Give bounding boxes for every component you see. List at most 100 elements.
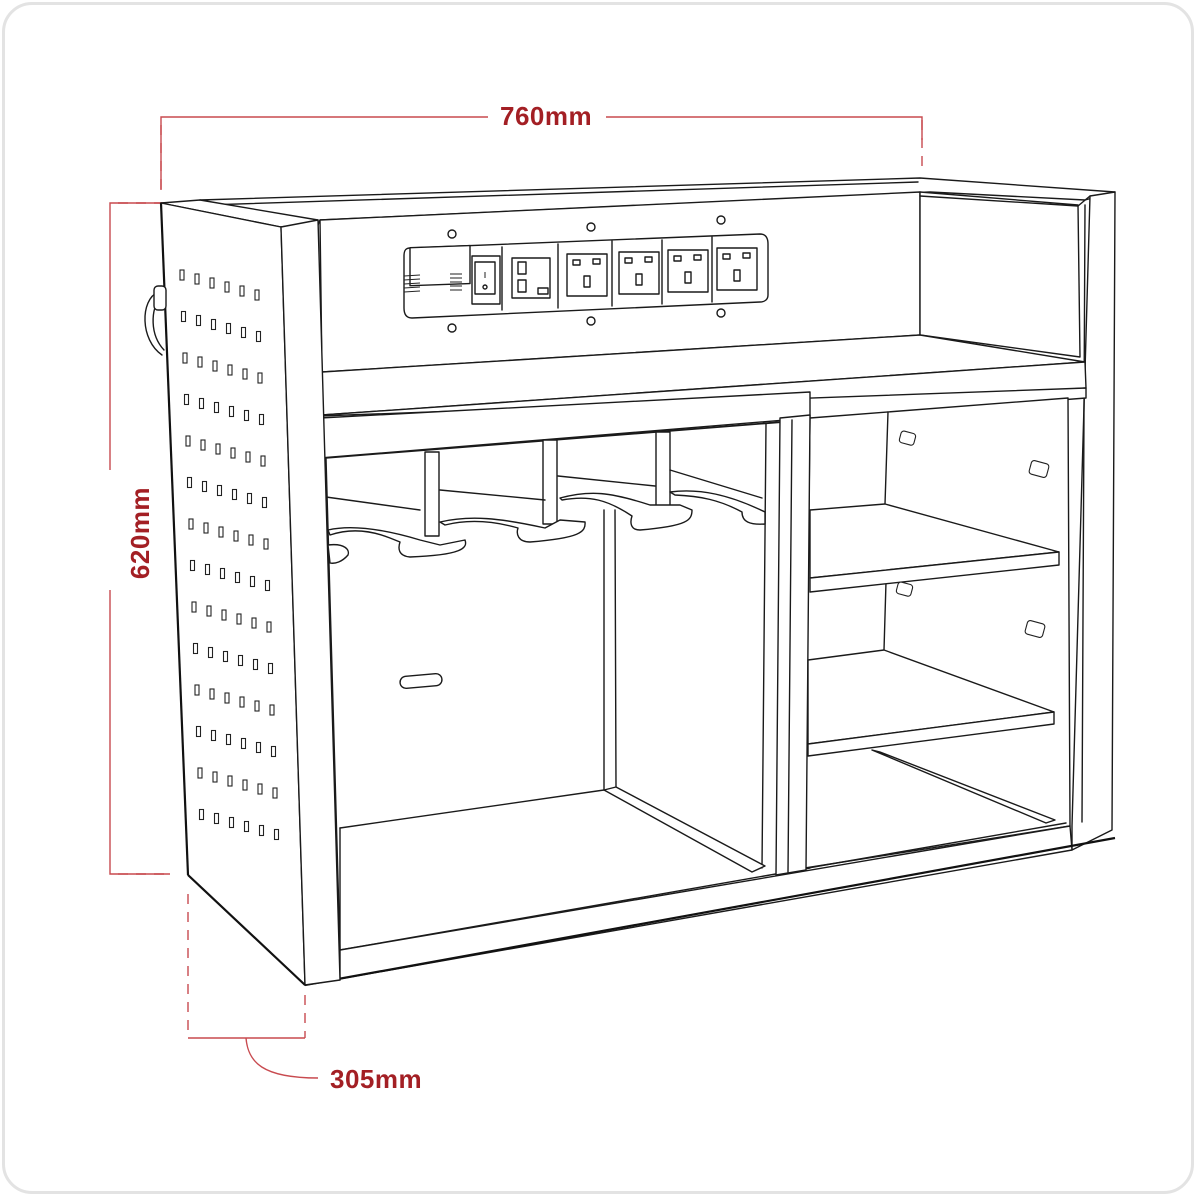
height-dimension-line-bottom (109, 590, 170, 875)
depth-dimension-label: 305mm (330, 1064, 423, 1094)
width-dimension-line-right (606, 116, 923, 140)
pegboard-hole (209, 277, 215, 289)
depth-leader-line (245, 1037, 319, 1079)
pegboard-hole (252, 658, 259, 671)
pegboard-side-panel (144, 199, 341, 986)
width-dimension-line-left (160, 116, 488, 190)
pegboard-hole (230, 447, 236, 459)
pegboard-hole (237, 654, 244, 667)
pegboard-hole (257, 372, 263, 384)
side-handle (144, 291, 163, 356)
pegboard-hole (179, 269, 185, 281)
pegboard-hole (213, 812, 220, 825)
pegboard-hole (206, 605, 212, 617)
pegboard-hole (224, 281, 230, 293)
pegboard-hole (236, 613, 242, 625)
pegboard-hole (213, 401, 220, 414)
pegboard-hole (227, 775, 233, 787)
pegboard-hole (242, 779, 248, 791)
pegboard-hole (255, 330, 262, 343)
uk-socket-icons (566, 247, 758, 297)
pegboard-hole (269, 704, 275, 716)
pegboard-hole (258, 824, 265, 837)
cable-slot (399, 672, 443, 690)
pegboard-hole (273, 828, 280, 841)
pegboard-hole (215, 443, 221, 455)
pegboard-hole (194, 684, 200, 696)
mounting-screws (447, 215, 726, 333)
pegboard-hole (228, 816, 235, 829)
pegboard-hole (210, 318, 217, 331)
pegboard-hole (182, 352, 188, 364)
pegboard-hole (183, 393, 190, 406)
cable-hooks (325, 431, 766, 564)
pegboard-hole (180, 310, 187, 323)
pegboard-hole (233, 530, 239, 542)
dimension-lines (109, 116, 923, 1079)
pegboard-hole (186, 476, 193, 489)
pegboard-hole (218, 526, 224, 538)
pegboard-hole (239, 696, 245, 708)
power-strip (403, 215, 769, 333)
pegboard-hole (255, 741, 262, 754)
pegboard-hole (243, 820, 250, 833)
pegboard-hole (266, 621, 272, 633)
pegboard-hole (185, 435, 191, 447)
pegboard-hole (243, 409, 250, 422)
pegboard-hole (224, 692, 230, 704)
pegboard-hole (270, 745, 277, 758)
pegboard-hole (209, 688, 215, 700)
pegboard-hole (264, 579, 271, 592)
pegboard-hole (204, 563, 211, 576)
pegboard-hole (234, 571, 241, 584)
pegboard-hole (231, 488, 238, 501)
pegboard-hole (258, 413, 265, 426)
width-dimension-label: 760mm (494, 103, 599, 129)
pegboard-hole (246, 492, 253, 505)
pegboard-hole (207, 646, 214, 659)
pegboard-hole (192, 642, 199, 655)
pegboard-hole (197, 767, 203, 779)
pegboard-hole (248, 534, 254, 546)
pegboard-hole (225, 322, 232, 335)
pegboard-hole (201, 480, 208, 493)
pegboard-hole (240, 326, 247, 339)
height-dimension-label: 620mm (125, 480, 155, 586)
pegboard-hole (216, 484, 223, 497)
pegboard-hole (267, 662, 274, 675)
pegboard-hole (257, 783, 263, 795)
pegboard-hole (191, 601, 197, 613)
pegboard-hole (245, 451, 251, 463)
pegboard-hole (194, 273, 200, 285)
pegboard-hole (189, 559, 196, 572)
pegboard-hole (198, 397, 205, 410)
pegboard-hole (212, 360, 218, 372)
pegboard-hole (212, 771, 218, 783)
pegboard-hole (227, 364, 233, 376)
pegboard-hole (210, 729, 217, 742)
pegboard-hole (203, 522, 209, 534)
pegboard-hole (251, 617, 257, 629)
pegboard-hole (221, 609, 227, 621)
pegboard-hole (195, 725, 202, 738)
pegboard-hole (188, 518, 194, 530)
pegboard-hole (254, 700, 260, 712)
pegboard-hole (240, 737, 247, 750)
pegboard-hole (242, 368, 248, 380)
pegboard-hole (198, 808, 205, 821)
pegboard-hole (197, 356, 203, 368)
pegboard-hole (263, 538, 269, 550)
pegboard-hole (239, 285, 245, 297)
pegboard-hole (228, 405, 235, 418)
pegboard-hole (261, 496, 268, 509)
pegboard-hole (225, 733, 232, 746)
pegboard-hole (254, 289, 260, 301)
height-dimension-line-top (109, 202, 175, 470)
pegboard-hole (222, 650, 229, 663)
pegboard-hole (249, 575, 256, 588)
pegboard-hole (219, 567, 226, 580)
pegboard-hole (195, 314, 202, 327)
pegboard-hole (272, 787, 278, 799)
shelf-clip-slots (895, 430, 1050, 638)
